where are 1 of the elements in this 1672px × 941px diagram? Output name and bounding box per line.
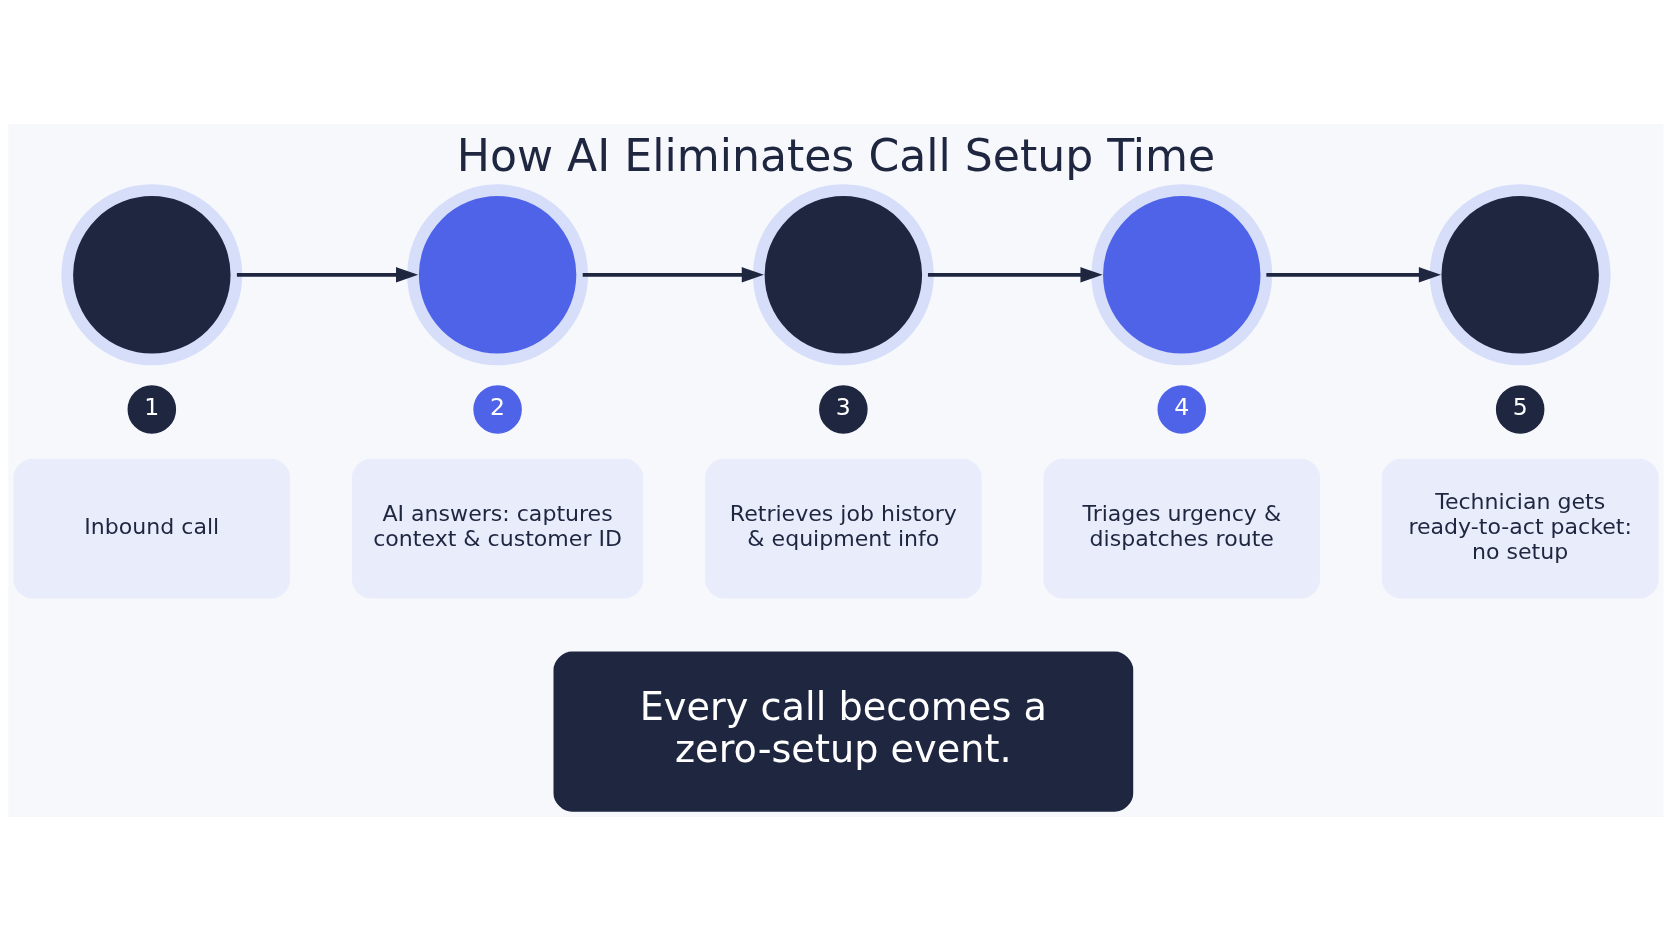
diagram-title: How AI Eliminates Call Setup Time bbox=[456, 130, 1216, 182]
